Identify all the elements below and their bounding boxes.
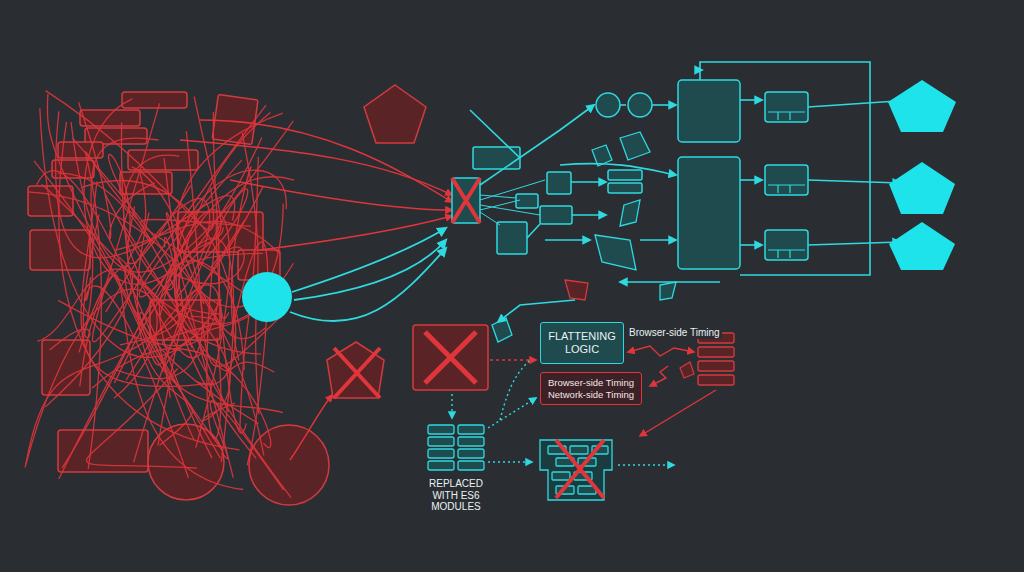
timing-label: Browser-side Timing [627,327,722,339]
module-stack [428,425,484,470]
timing-box: Browser-side TimingNetwork-side Timing [540,372,642,405]
node-text: Network-side Timing [548,389,634,400]
module-label: REPLACED WITH ES6 MODULES [418,478,494,513]
legacy-tangle [28,92,329,505]
node-text: Browser-side Timing [548,377,634,388]
process-box: FLATTENING LOGIC [540,322,624,364]
node-text: FLATTENING LOGIC [547,330,617,356]
